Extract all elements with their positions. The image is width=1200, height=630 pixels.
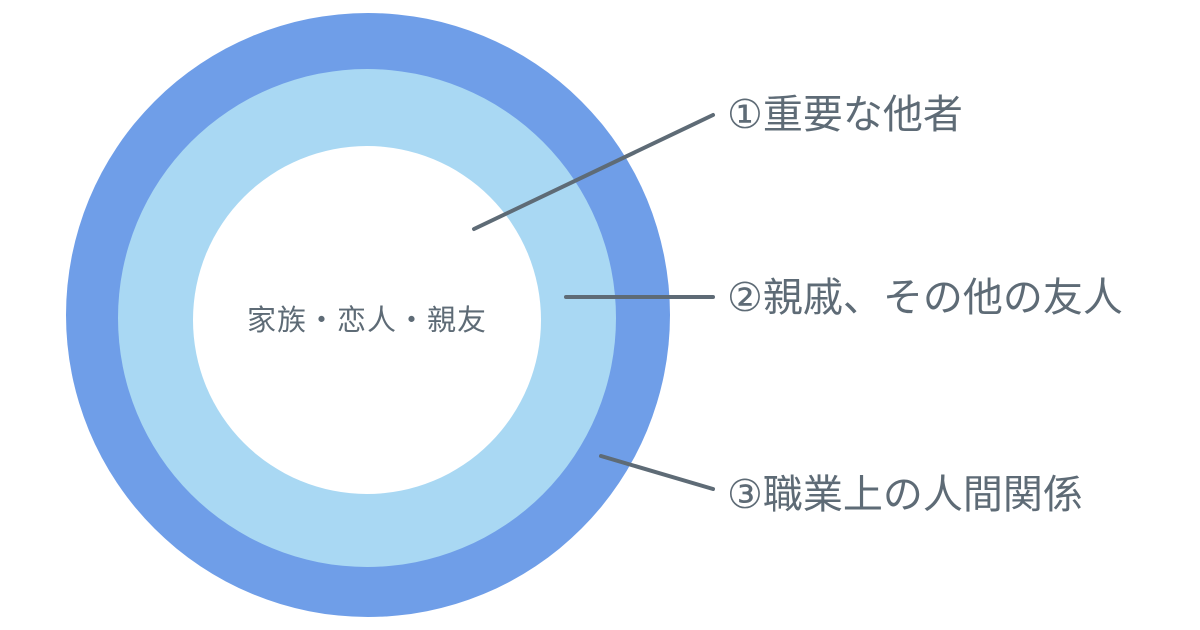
leader-line-3 — [599, 454, 715, 491]
callout-significant-others: ①重要な他者 — [727, 92, 963, 138]
inner-circle-significant-others — [193, 146, 541, 494]
leader-line-1 — [472, 113, 715, 231]
callout-relatives-friends: ②親戚、その他の友人 — [727, 275, 1123, 321]
center-label: 家族・恋人・親友 — [246, 303, 487, 337]
callout-occupational-relations: ③職業上の人間関係 — [727, 472, 1083, 518]
